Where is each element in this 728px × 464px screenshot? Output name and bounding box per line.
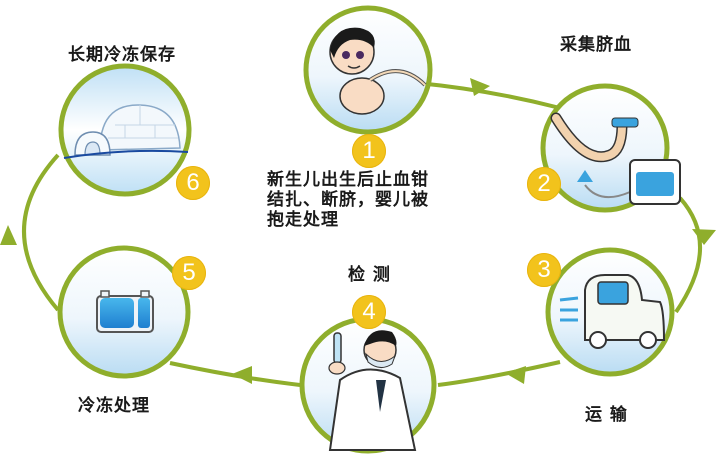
arrow-3-to-4 <box>437 360 561 387</box>
step-2-circle <box>540 83 681 213</box>
step-5-circle <box>57 245 191 379</box>
arrow-5-to-6 <box>22 153 60 312</box>
step-1-circle <box>303 5 433 135</box>
step-6-circle <box>58 63 192 197</box>
doctor-test-tube-icon <box>328 330 417 451</box>
step-3-title: 运 输 <box>585 405 628 425</box>
step-2-title: 采集脐血 <box>560 35 632 55</box>
step-1-description-line-3: 抱走处理 <box>267 210 339 230</box>
newborn-baby-icon <box>329 27 427 115</box>
step-3-circle <box>545 247 675 377</box>
arrow-head-4 <box>232 366 252 384</box>
arrow-2-to-3 <box>674 196 702 314</box>
step-1-description-line-2: 结扎、断脐，婴儿被 <box>267 190 429 210</box>
step-5-title: 冷冻处理 <box>78 396 150 416</box>
step-4-badge: 4 <box>352 295 386 329</box>
arrow-head-2 <box>692 229 716 245</box>
step-3-badge: 3 <box>527 253 561 287</box>
step-4-circle <box>299 316 437 454</box>
arrow-head-3 <box>505 366 526 384</box>
transport-car-icon <box>559 274 666 349</box>
arrow-head-5 <box>0 225 17 245</box>
arrow-heads <box>0 78 716 384</box>
step-6-title: 长期冷冻保存 <box>68 45 176 65</box>
step-5-badge: 5 <box>172 256 206 290</box>
cycle-arrows <box>22 81 702 387</box>
step-4-title: 检 测 <box>348 265 391 285</box>
umbilical-blood-collection-icon <box>550 112 681 205</box>
step-1-description: 新生儿出生后止血钳 结扎、断脐，婴儿被 抱走处理 <box>267 170 429 230</box>
step-1-badge: 1 <box>352 134 386 168</box>
step-2-badge: 2 <box>527 167 561 201</box>
arrow-1-to-2 <box>417 81 561 110</box>
step-6-badge: 6 <box>176 166 210 200</box>
freezing-container-icon <box>96 290 154 333</box>
arrow-head-1 <box>470 78 490 96</box>
step-1-description-line-1: 新生儿出生后止血钳 <box>267 170 429 190</box>
igloo-icon <box>63 104 189 159</box>
